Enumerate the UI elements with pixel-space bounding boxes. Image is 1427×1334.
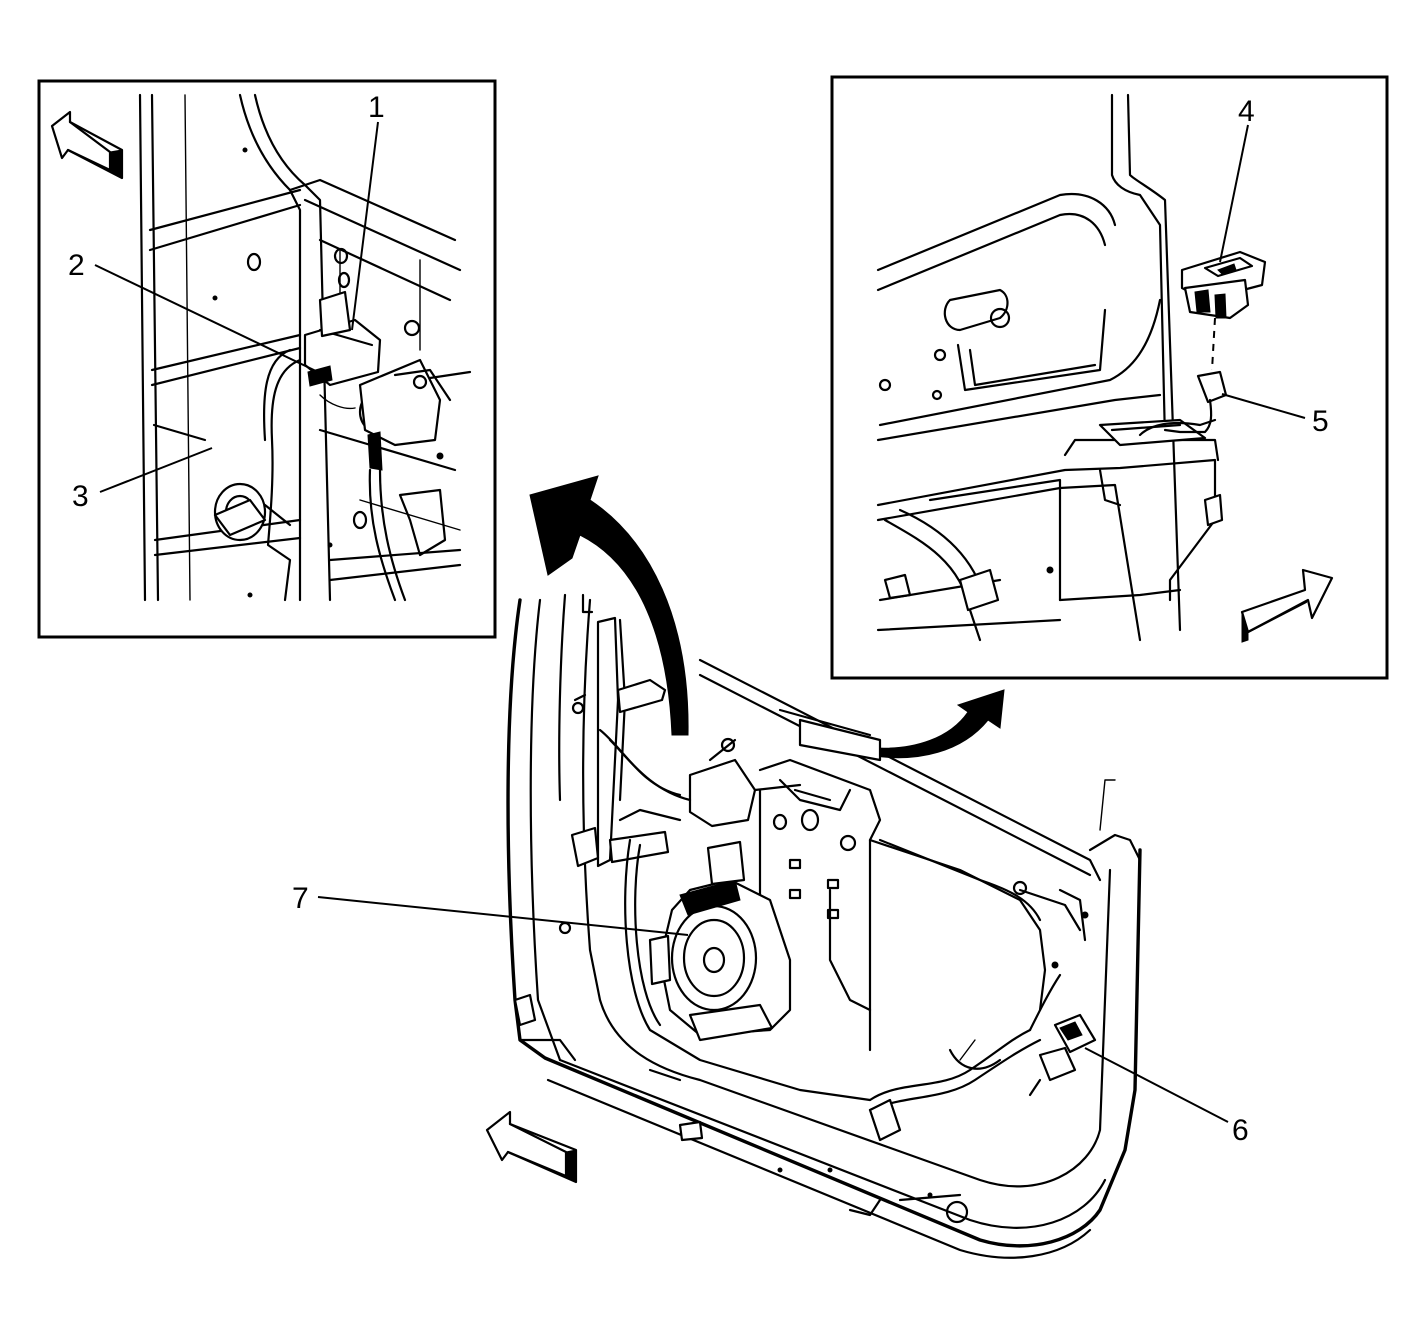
callout-1: 1: [368, 91, 385, 124]
curved-arrow-to-left-inset: [529, 475, 689, 736]
window-switch: [1180, 250, 1267, 320]
right-detail-inset: 4 5: [830, 75, 1389, 680]
callout-6: 6: [1232, 1114, 1249, 1147]
curved-arrow-to-right-inset: [874, 689, 1005, 759]
callout-2: 2: [68, 249, 85, 282]
leader-line-1: [351, 121, 379, 331]
direction-arrow-icon: [1240, 568, 1334, 643]
callout-5: 5: [1312, 405, 1329, 438]
leader-line-5: [1221, 393, 1306, 419]
direction-arrow-icon: [485, 1110, 578, 1184]
direction-arrow-icon: [50, 110, 124, 180]
leader-line-6: [1084, 1047, 1229, 1123]
connector-alignment-dash: [1211, 317, 1216, 371]
callout-7: 7: [292, 882, 309, 915]
left-detail-inset: 1 2 3: [37, 79, 497, 639]
right-inset-frame: [830, 75, 1389, 680]
leader-line-2: [94, 264, 319, 373]
callout-3: 3: [72, 480, 89, 513]
leader-line-7: [317, 896, 689, 936]
harness-connector: [1028, 1013, 1097, 1097]
door-speaker: [648, 840, 792, 1042]
leader-line-4: [1219, 124, 1249, 263]
door-inner-panel: [506, 593, 1142, 1259]
callout-4: 4: [1238, 95, 1255, 128]
leader-line-3: [99, 447, 213, 493]
